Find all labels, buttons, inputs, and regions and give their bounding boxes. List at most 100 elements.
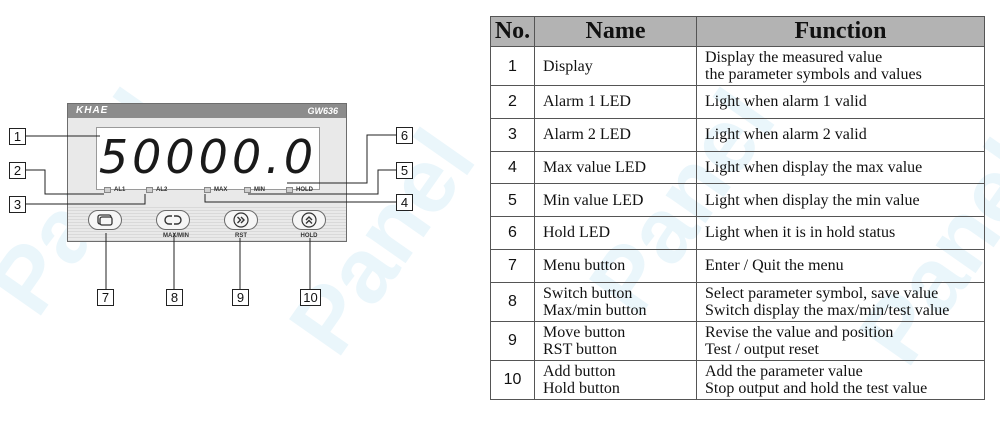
cell-function: Light when alarm 1 valid — [696, 85, 985, 119]
cell-no: 1 — [490, 45, 535, 87]
function-table: No. Name Function 1 Display Display the me… — [490, 16, 985, 401]
cell-name-line: RST button — [543, 340, 617, 358]
cell-function-line: Add the parameter value — [705, 362, 863, 380]
led-indicator — [146, 187, 153, 193]
cell-no: 8 — [490, 281, 535, 322]
led-al2: AL2 — [146, 187, 167, 193]
callout-5: 5 — [396, 162, 413, 179]
cell-function-line: Stop output and hold the test value — [705, 379, 928, 397]
add-button[interactable] — [292, 210, 326, 230]
callout-9: 9 — [232, 289, 249, 306]
cell-function-line: Light when display the min value — [705, 191, 920, 209]
table-header-row: No. Name Function — [490, 16, 985, 47]
led-indicator — [104, 187, 111, 193]
cell-function-line: Light when display the max value — [705, 158, 923, 176]
model-number: GW636 — [307, 106, 338, 116]
cell-function: Enter / Quit the menu — [696, 248, 985, 283]
cell-function: Light when display the min value — [696, 183, 985, 218]
cell-name-line: Min value LED — [543, 191, 644, 209]
callout-3: 3 — [9, 196, 26, 213]
cell-function: Light when display the max value — [696, 150, 985, 185]
led-label: AL1 — [114, 187, 126, 193]
cell-function-line: Enter / Quit the menu — [705, 257, 844, 275]
menu-button[interactable] — [88, 210, 122, 230]
led-min: MIN — [244, 187, 265, 193]
cell-name: Alarm 2 LED — [534, 117, 697, 152]
callout-7: 7 — [97, 289, 114, 306]
cell-name-line: Max/min button — [543, 301, 647, 319]
cell-name-line: Move button — [543, 323, 626, 341]
led-indicator — [244, 187, 251, 193]
cell-name-line: Menu button — [543, 257, 626, 275]
cell-function-line: Light when alarm 1 valid — [705, 93, 867, 111]
callout-6: 6 — [396, 127, 413, 144]
led-label: HOLD — [296, 187, 313, 193]
switch-icon — [164, 215, 182, 225]
menu-icon — [97, 214, 113, 226]
display-screen: 50000.0 — [96, 127, 320, 190]
cell-name: Max value LED — [534, 150, 697, 185]
cell-no: 4 — [490, 150, 535, 185]
led-hold: HOLD — [286, 187, 313, 193]
cell-no: 2 — [490, 85, 535, 119]
device-header-bar: KHAE GW636 — [68, 104, 346, 118]
callout-8: 8 — [166, 289, 183, 306]
header-name: Name — [534, 16, 697, 47]
cell-no: 9 — [490, 320, 535, 361]
switch-button-label: MAX/MIN — [163, 233, 189, 239]
double-chevron-up-icon — [301, 212, 317, 228]
cell-name-line: Add button — [543, 362, 616, 380]
led-indicator — [286, 187, 293, 193]
led-label: AL2 — [156, 187, 168, 193]
display-readout: 50000.0 — [98, 130, 318, 184]
callout-1: 1 — [9, 128, 26, 145]
switch-button[interactable] — [156, 210, 190, 230]
cell-function-line: Light when it is in hold status — [705, 224, 896, 242]
led-label: MIN — [254, 187, 265, 193]
cell-name-line: Switch button — [543, 284, 633, 302]
callout-2: 2 — [9, 162, 26, 179]
callout-4: 4 — [396, 194, 413, 211]
cell-function-line: Revise the value and position — [705, 323, 894, 341]
keypad: MAX/MIN RST HOLD — [68, 205, 346, 241]
cell-no: 6 — [490, 216, 535, 250]
brand-logo: KHAE — [76, 105, 109, 116]
cell-name-line: Alarm 1 LED — [543, 93, 631, 111]
cell-name-line: Hold button — [543, 379, 620, 397]
table-row: 6 Hold LED Light when it is in hold status — [490, 216, 985, 250]
cell-name-line: Hold LED — [543, 224, 611, 242]
cell-function-line: Switch display the max/min/test value — [705, 301, 950, 319]
table-row: 2 Alarm 1 LED Light when alarm 1 valid — [490, 85, 985, 119]
cell-name: Display — [534, 45, 697, 87]
led-indicator — [204, 187, 211, 193]
cell-function-line: the parameter symbols and values — [705, 66, 922, 84]
header-function: Function — [696, 16, 985, 47]
cell-function: Light when it is in hold status — [696, 216, 985, 250]
cell-name-line: Alarm 2 LED — [543, 126, 631, 144]
panel-meter-front: KHAE GW636 50000.0 AL1 AL2 MAX MIN HOLD — [67, 103, 347, 242]
move-button[interactable] — [224, 210, 258, 230]
led-max: MAX — [204, 187, 227, 193]
double-chevron-right-icon — [233, 212, 249, 228]
cell-function-line: Display the measured value — [705, 49, 883, 67]
cell-name: Hold LED — [534, 216, 697, 250]
led-label: MAX — [214, 187, 228, 193]
add-button-label: HOLD — [300, 233, 318, 239]
cell-function-line: Light when alarm 2 valid — [705, 126, 867, 144]
cell-name-line: Display — [543, 57, 593, 75]
cell-function-line: Test / output reset — [705, 340, 819, 358]
